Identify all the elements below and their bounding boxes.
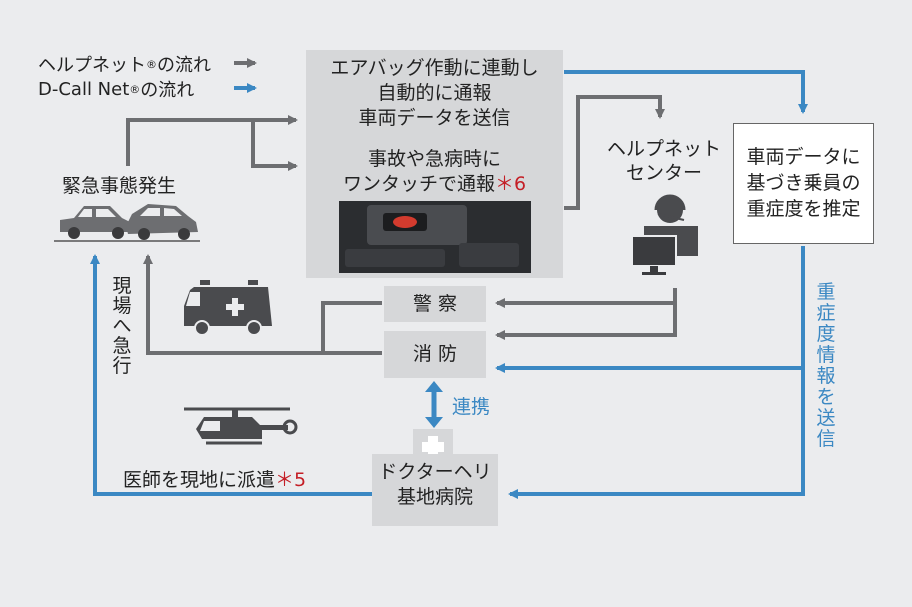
- estimate-line3: 重症度を推定: [746, 198, 861, 220]
- dispatch-text: 医師を現地に派遣: [123, 469, 276, 491]
- arrow-estimate-to-hospital: [508, 368, 805, 499]
- legend-dcall-reg: ®: [129, 82, 141, 96]
- onetouch-note: ＊6: [494, 173, 527, 195]
- arrow-emergency-to-airbag: [126, 115, 298, 166]
- arrow-emergency-to-onetouch: [251, 120, 298, 171]
- arrow-responders-to-scene: [143, 254, 382, 355]
- police-box: 警 察: [384, 286, 486, 322]
- legend-dcall-label: D-Call Net: [38, 78, 130, 100]
- rush-char: 行: [112, 355, 132, 377]
- helicopter-icon: [184, 407, 298, 445]
- hospital-line2: 基地病院: [396, 486, 473, 508]
- dispatch-label: 医師を現地に派遣＊5: [123, 468, 306, 492]
- legend-helpnet-suffix: の流れ: [157, 55, 211, 76]
- hospital-line1: ドクターヘリ: [378, 461, 492, 483]
- ambulance-icon: [184, 280, 272, 336]
- legend-dcall: D-Call Net®の流れ: [38, 76, 194, 102]
- send-info-char: 症: [816, 302, 836, 324]
- police-label: 警 察: [412, 293, 458, 315]
- estimate-line2: 基づき乗員の: [746, 172, 861, 194]
- center-label: ヘルプネット センター: [604, 137, 724, 185]
- hospital-box: ドクターヘリ 基地病院: [372, 454, 498, 526]
- airbag-line3: 車両データを送信: [358, 107, 511, 129]
- airbag-box: エアバッグ作動に連動し 自動的に通報 車両データを送信: [306, 50, 563, 144]
- fire-label: 消 防: [412, 343, 458, 365]
- send-info-char: 情: [816, 344, 836, 366]
- onetouch-box: 事故や急病時に ワンタッチで通報＊6: [306, 143, 563, 278]
- arrow-hospital-to-scene: [90, 254, 372, 496]
- coop-double-arrow: [425, 381, 443, 428]
- legend-helpnet-reg: ®: [146, 57, 157, 71]
- legend-helpnet-label: ヘルプネット: [38, 55, 146, 76]
- send-info-char: 度: [816, 323, 836, 345]
- sos-button-photo: [338, 201, 531, 273]
- estimate-box: 車両データに 基づき乗員の 重症度を推定: [733, 123, 874, 244]
- center-line2: センター: [625, 162, 702, 184]
- onetouch-line1: 事故や急病時に: [367, 148, 501, 170]
- dispatch-note: ＊5: [275, 469, 307, 491]
- send-info-char: 重: [816, 281, 836, 303]
- send-info-char: 信: [816, 428, 836, 450]
- rush-char: 場: [112, 295, 132, 317]
- send-info-char: 送: [816, 407, 836, 429]
- coop-label: 連携: [452, 396, 491, 418]
- onetouch-line2-row: ワンタッチで通報＊6: [306, 172, 563, 197]
- arrow-onetouch-to-center: [564, 95, 665, 210]
- send-info-label: 重 症 度 情 報 を 送 信: [815, 282, 837, 450]
- airbag-line1: エアバッグ作動に連動し: [330, 57, 539, 79]
- arrow-airbag-to-estimate: [564, 70, 808, 114]
- legend-dcall-suffix: の流れ: [140, 80, 195, 101]
- rush-char: 現: [112, 275, 132, 297]
- rush-label: 現 場 へ 急 行: [111, 276, 133, 376]
- rush-char: 急: [112, 335, 132, 357]
- legend-helpnet: ヘルプネット®の流れ: [38, 51, 211, 77]
- arrow-center-to-police: [495, 288, 677, 340]
- send-info-char: を: [816, 386, 836, 408]
- rush-char: へ: [112, 315, 132, 337]
- operator-icon: [631, 194, 698, 275]
- estimate-line1: 車両データに: [746, 146, 861, 168]
- emergency-label: 緊急事態発生: [62, 175, 177, 197]
- airbag-line2: 自動的に通報: [377, 82, 492, 104]
- send-info-char: 報: [816, 365, 836, 387]
- center-line1: ヘルプネット: [606, 138, 721, 160]
- onetouch-line2: ワンタッチで通報: [342, 173, 495, 195]
- crashed-cars-icon: [54, 204, 200, 242]
- fire-box: 消 防: [384, 331, 486, 378]
